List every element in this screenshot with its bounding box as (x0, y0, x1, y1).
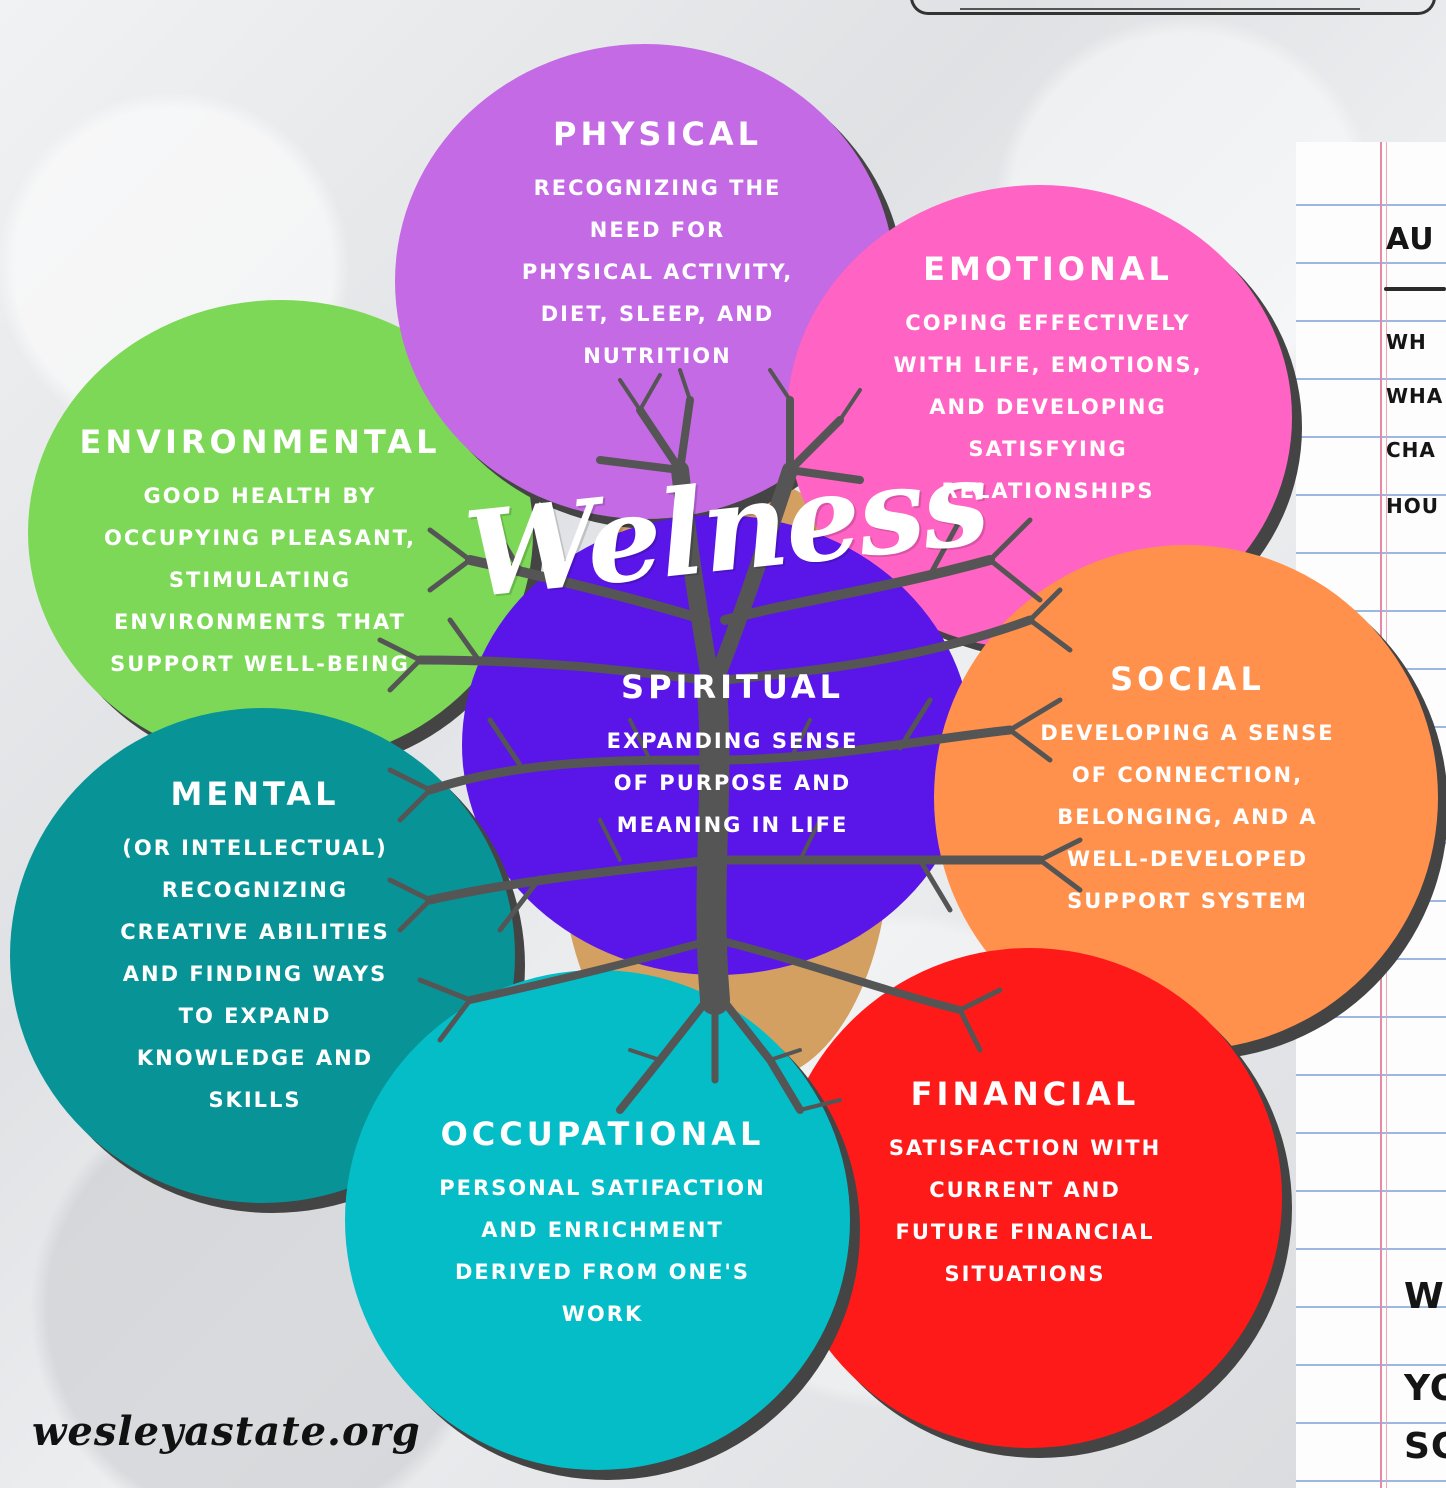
mental-desc-line: recognizing (161, 878, 349, 902)
physical-desc-line: need for (589, 218, 726, 242)
financial-desc-line: current and (929, 1178, 1121, 1202)
financial-desc-line: Satisfaction with (888, 1136, 1162, 1160)
website-url: wesleyastate.org (32, 1408, 421, 1455)
emotional-desc-line: with life, emotions, (893, 353, 1203, 377)
social-title: Social (1110, 660, 1265, 698)
notebook-line: WHA (1386, 384, 1444, 408)
mental-description: (or intellectual) recognizing creative a… (80, 827, 430, 1121)
occupational-title: Occupational (440, 1115, 765, 1153)
occupational-desc-line: and enrichment (481, 1218, 724, 1242)
social-desc-line: Developing a sense (1040, 721, 1335, 745)
environmental-desc-line: environments that (113, 610, 406, 634)
emotional-label-group: Emotional Coping effectively with life, … (858, 250, 1238, 512)
emotional-desc-line: satisfying (968, 437, 1128, 461)
spiritual-desc-line: Expanding sense (606, 729, 859, 753)
emotional-description: Coping effectively with life, emotions, … (858, 302, 1238, 512)
occupational-desc-line: derived from one's (454, 1260, 750, 1284)
occupational-desc-line: Personal satifaction (439, 1176, 766, 1200)
notebook-line: SC (1404, 1426, 1446, 1467)
occupational-label-group: Occupational Personal satifaction and en… (405, 1115, 800, 1335)
notebook-line: YO (1404, 1368, 1446, 1409)
notebook-line: WH (1386, 330, 1427, 354)
mental-desc-line: creative abilities (120, 920, 390, 944)
environmental-description: Good health by occupying pleasant, stimu… (40, 475, 480, 685)
environmental-desc-line: support well-being (110, 652, 410, 676)
emotional-desc-line: and developing (929, 395, 1167, 419)
mental-desc-line: and finding ways (122, 962, 388, 986)
social-desc-line: belonging, and a (1057, 805, 1318, 829)
environmental-title: Environmental (79, 423, 441, 461)
notebook-line: CHA (1386, 438, 1436, 462)
environmental-label-group: Environmental Good health by occupying p… (40, 423, 480, 685)
notebook-heading-underline (1384, 287, 1446, 291)
social-description: Developing a sense of connection, belong… (1000, 712, 1375, 922)
mental-desc-line: (or intellectual) (122, 836, 388, 860)
spiritual-title: Spiritual (621, 668, 844, 706)
physical-desc-line: Recognizing the (533, 176, 782, 200)
occupational-desc-line: work (561, 1302, 644, 1326)
circle-financial (777, 948, 1282, 1448)
social-desc-line: support system (1067, 889, 1308, 913)
social-label-group: Social Developing a sense of connection,… (1000, 660, 1375, 922)
mental-desc-line: knowledge and (136, 1046, 374, 1070)
spiritual-desc-line: meaning in life (616, 813, 849, 837)
environmental-desc-line: occupying pleasant, (104, 526, 416, 550)
mental-title: Mental (170, 775, 340, 813)
notebook-heading: AU (1386, 222, 1435, 257)
social-desc-line: of connection, (1071, 763, 1304, 787)
financial-title: Financial (910, 1075, 1140, 1113)
spiritual-label-group: Spiritual Expanding sense of purpose and… (565, 668, 900, 846)
spiritual-desc-line: of purpose and (613, 771, 852, 795)
mental-desc-line: to expand (178, 1004, 332, 1028)
emotional-desc-line: relationships (941, 479, 1155, 503)
top-decoration-line (960, 0, 1360, 10)
financial-desc-line: situations (944, 1262, 1106, 1286)
physical-label-group: Physical Recognizing the need for physic… (475, 115, 840, 377)
notebook-line: HOU (1386, 494, 1439, 518)
notebook-line: W (1404, 1276, 1445, 1317)
emotional-title: Emotional (923, 250, 1173, 288)
social-desc-line: well-developed (1066, 847, 1308, 871)
financial-description: Satisfaction with current and future fin… (840, 1127, 1210, 1295)
mental-desc-line: skills (208, 1088, 302, 1112)
physical-title: Physical (553, 115, 762, 153)
spiritual-description: Expanding sense of purpose and meaning i… (565, 720, 900, 846)
physical-desc-line: nutrition (583, 344, 732, 368)
emotional-desc-line: Coping effectively (905, 311, 1191, 335)
environmental-desc-line: Good health by (143, 484, 377, 508)
mental-label-group: Mental (or intellectual) recognizing cre… (80, 775, 430, 1121)
financial-label-group: Financial Satisfaction with current and … (840, 1075, 1210, 1295)
physical-desc-line: diet, sleep, and (540, 302, 775, 326)
occupational-description: Personal satifaction and enrichment deri… (405, 1167, 800, 1335)
financial-desc-line: future financial (895, 1220, 1155, 1244)
physical-description: Recognizing the need for physical activi… (475, 167, 840, 377)
physical-desc-line: physical activity, (521, 260, 794, 284)
environmental-desc-line: stimulating (168, 568, 352, 592)
